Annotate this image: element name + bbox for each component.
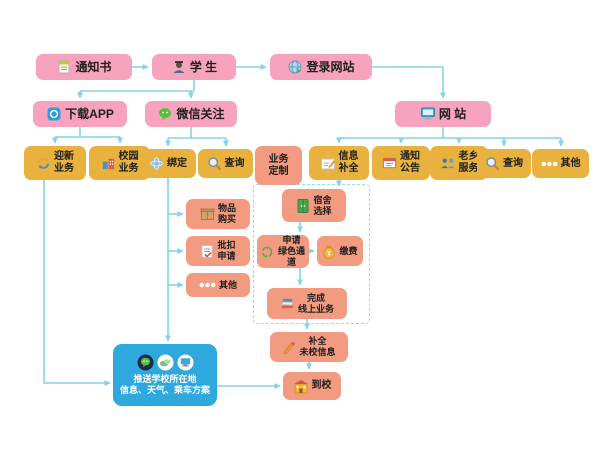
node-bind: 绑定	[140, 149, 196, 178]
document-check-icon	[200, 244, 214, 259]
node-finish-online: 完成 线上业务	[267, 288, 347, 319]
node-fill-missing-info: 补全 未校信息	[270, 332, 348, 362]
push-local-info-label: 推送学校所在地 信息、天气、乘车方案	[119, 374, 210, 395]
node-login-website: 登录网站	[270, 54, 372, 80]
wechat-icon	[157, 106, 173, 122]
student-label: 学 生	[189, 59, 218, 74]
wechat-round-icon	[136, 354, 154, 371]
money-bag-icon	[322, 244, 336, 259]
node-website: 网 站	[395, 101, 491, 127]
campus-building-icon	[101, 156, 116, 171]
node-student: 学 生	[152, 54, 236, 80]
notepad-icon	[56, 59, 72, 75]
green-channel-icon	[260, 245, 274, 259]
node-deduct-apply: 批扣 申请	[186, 236, 250, 266]
deduct-apply-label: 批扣 申请	[217, 240, 236, 261]
dots-icon	[541, 160, 558, 168]
monitor-icon	[420, 107, 436, 121]
notice-card-icon	[382, 156, 397, 170]
node-other-app: 其他	[186, 273, 250, 297]
website-label: 网 站	[438, 106, 467, 121]
globe-login-icon	[287, 59, 303, 75]
dorm-select-label: 宿舍 选择	[313, 194, 332, 216]
hometown-service-label: 老乡 服务	[458, 151, 479, 174]
node-dorm-select: 宿舍 选择	[282, 189, 346, 222]
pencil-card-icon	[320, 156, 336, 171]
node-other-web: 其他	[532, 149, 589, 178]
business-custom-container	[253, 184, 370, 324]
fill-missing-info-label: 补全 未校信息	[299, 336, 336, 357]
info-fill-label: 信息 补全	[338, 151, 359, 174]
query-wechat-label: 查询	[224, 157, 245, 169]
other-web-label: 其他	[560, 157, 581, 169]
node-query-web: 查询	[477, 149, 531, 178]
node-push-local-info: 推送学校所在地 信息、天气、乘车方案	[113, 344, 217, 406]
node-wechat-follow: 微信关注	[145, 101, 237, 127]
goods-box-icon	[200, 207, 215, 221]
arrive-school-label: 到校	[311, 380, 332, 391]
books-icon	[280, 297, 295, 310]
bind-globe-icon	[149, 156, 164, 171]
node-info-fill: 信息 补全	[309, 146, 369, 180]
people-group-icon	[440, 157, 456, 170]
business-custom-label: 业务 定制	[268, 153, 289, 177]
query-web-label: 查询	[503, 157, 523, 169]
school-building-icon	[293, 379, 309, 394]
app-icon	[46, 106, 62, 122]
node-query-wechat: 查询	[198, 149, 253, 178]
node-campus-business: 校园 业务	[89, 146, 150, 180]
bind-label: 绑定	[167, 157, 187, 169]
node-notice-letter: 通知书	[36, 54, 132, 80]
refresh-people-icon	[36, 156, 51, 171]
node-goods-buy: 物品 购买	[186, 199, 250, 229]
campus-business-label: 校园 业务	[118, 151, 139, 174]
node-green-channel: 申请 绿色通道	[257, 235, 309, 268]
node-arrive-school: 到校	[283, 372, 341, 400]
node-welcome-business: 迎新 业务	[24, 146, 86, 180]
welcome-business-label: 迎新 业务	[54, 151, 74, 174]
node-pay: 缴费	[317, 236, 363, 266]
node-download-app: 下载APP	[33, 101, 127, 127]
wechat-follow-label: 微信关注	[176, 106, 225, 121]
notice-letter-label: 通知书	[75, 59, 112, 74]
pay-label: 缴费	[339, 245, 358, 256]
monitor-round-icon	[176, 354, 194, 371]
search-icon	[207, 156, 222, 171]
other-app-label: 其他	[218, 279, 237, 290]
download-app-label: 下载APP	[65, 106, 114, 121]
search-icon	[485, 156, 500, 171]
student-icon	[171, 59, 187, 75]
dorm-door-icon	[296, 198, 310, 214]
login-website-label: 登录网站	[306, 59, 355, 74]
finish-online-label: 完成 线上业务	[297, 292, 334, 314]
node-notice-board: 通知 公告	[372, 146, 430, 180]
green-channel-label: 申请 绿色通道	[277, 235, 305, 267]
cloud-icon	[156, 354, 174, 371]
push-info-icons	[136, 354, 194, 371]
dots-icon	[199, 281, 216, 289]
node-business-custom: 业务 定制	[255, 146, 302, 185]
goods-buy-label: 物品 购买	[217, 203, 236, 224]
pencil-icon	[282, 340, 296, 354]
notice-board-label: 通知 公告	[400, 151, 420, 174]
